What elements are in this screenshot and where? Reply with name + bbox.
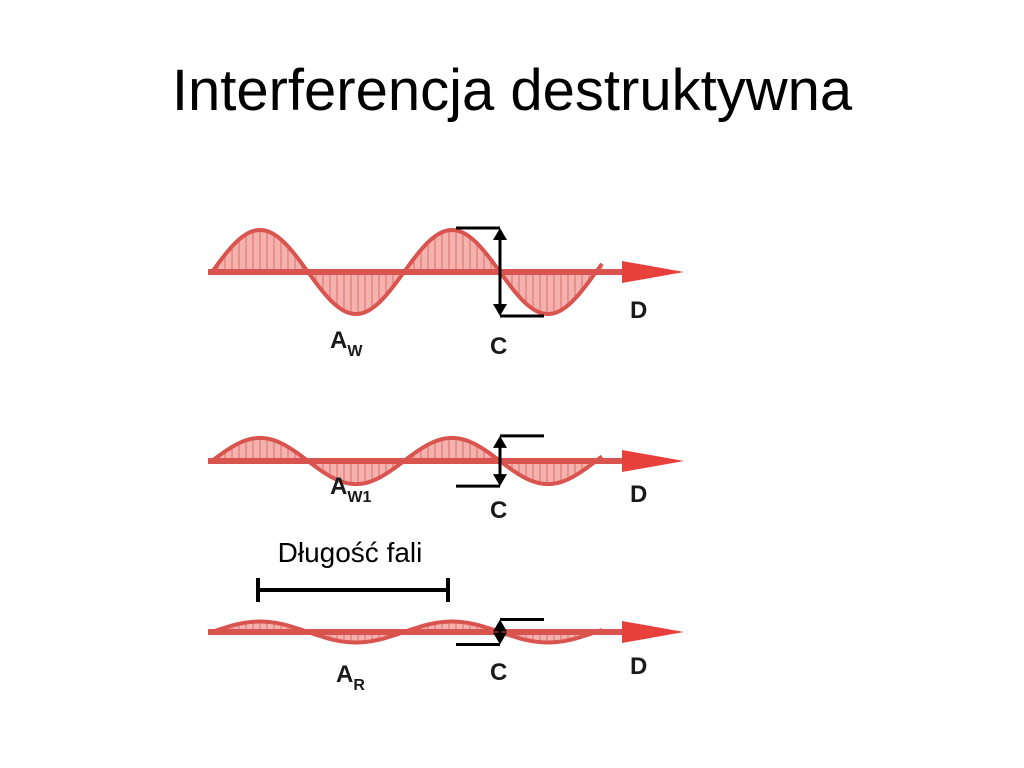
wavelength-label: Długość fali [278, 537, 423, 568]
wavelength-marker: Długość fali [256, 537, 450, 602]
amplitude-marker-arrowhead-down [493, 632, 507, 645]
amplitude-marker-arrowhead-down [493, 474, 507, 487]
wave-2-c-label: C [490, 497, 507, 524]
wave-3-d-label: D [630, 653, 647, 680]
amplitude-marker-arrowhead-down [493, 304, 507, 316]
wave-2-amplitude-label: AW1 [330, 473, 371, 506]
wave-row-2: AW1 C D [208, 434, 684, 524]
wave-1-d-label: D [630, 297, 647, 324]
wave-2-direction-arrow [622, 450, 684, 472]
amplitude-marker-arrowhead-up [493, 619, 507, 632]
wave-3-amplitude-label: AR [336, 661, 365, 694]
wave-3-c-label: C [490, 659, 507, 686]
wave-1-direction-arrow [622, 261, 684, 283]
wave-row-1: AW C D [208, 226, 684, 360]
wave-1-amplitude-marker [456, 226, 544, 318]
wave-2-amplitude-marker [456, 434, 544, 488]
amplitude-marker-arrowhead-up [493, 228, 507, 240]
amplitude-marker-arrowhead-up [493, 435, 507, 448]
wave-1-curve [210, 227, 604, 317]
wave-1-c-label: C [490, 333, 507, 360]
wave-1-amplitude-label: AW [330, 327, 363, 360]
wave-3-direction-arrow [622, 621, 684, 643]
wave-2-d-label: D [630, 481, 647, 508]
wave-3-amplitude-marker [456, 618, 544, 646]
wave-row-3: AR C D [208, 618, 684, 694]
slide-title: Interferencja destruktywna [171, 58, 853, 123]
